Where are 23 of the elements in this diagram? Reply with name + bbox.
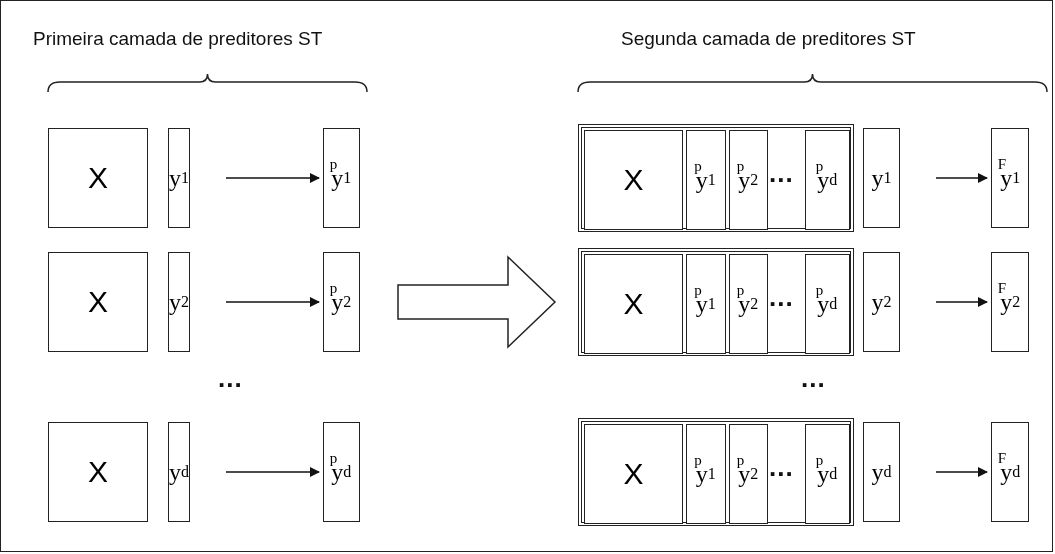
arrow	[225, 297, 320, 307]
heading: Primeira camada de preditores ST	[33, 28, 323, 50]
arrow	[935, 297, 988, 307]
square-box: X	[584, 424, 683, 524]
ellipsis: ...	[769, 158, 794, 189]
group-box	[578, 124, 854, 232]
square-box: X	[48, 252, 148, 352]
group-box	[578, 418, 854, 526]
arrow	[935, 467, 988, 477]
arrow	[225, 173, 320, 183]
ellipsis: ...	[769, 452, 794, 483]
arrow	[225, 467, 320, 477]
square-box: X	[584, 130, 683, 230]
square-box: X	[584, 254, 683, 354]
ellipsis: ...	[801, 363, 826, 394]
ellipsis: ...	[218, 363, 243, 394]
arrow	[935, 173, 988, 183]
ellipsis: ...	[769, 282, 794, 313]
group-box	[578, 248, 854, 356]
heading: Segunda camada de preditores ST	[621, 28, 916, 50]
block-arrow	[397, 255, 557, 349]
square-box: X	[48, 422, 148, 522]
square-box: X	[48, 128, 148, 228]
